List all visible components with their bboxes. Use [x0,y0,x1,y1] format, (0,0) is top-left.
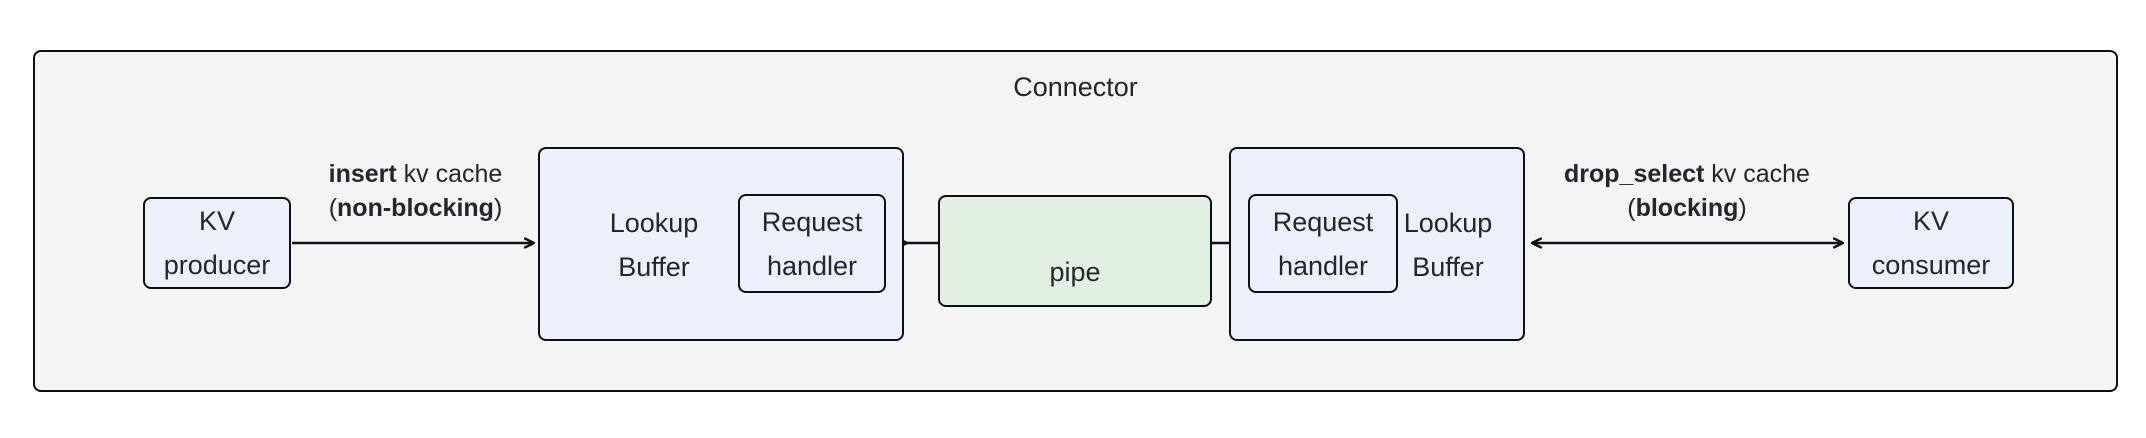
node-request-handler-left[interactable]: Request handler [738,194,886,293]
node-kv-producer-label: KV producer [163,206,271,280]
node-request-handler-right[interactable]: Request handler [1248,194,1398,293]
paren-open: ( [328,194,338,222]
node-kv-producer[interactable]: KV producer [143,197,291,289]
edge-label-insert-mode: non-blocking [337,194,494,222]
edge-label-insert: insert kv cache (non-blocking) [283,157,548,225]
edge-label-drop-select-mode: blocking [1635,194,1739,222]
edge-label-drop-select-bold: drop_select [1564,160,1705,188]
edge-label-insert-line2: (non-blocking) [283,191,548,225]
edge-label-insert-line1: insert kv cache [283,157,548,191]
paren-open: ( [1627,194,1636,222]
paren-close: ) [1738,194,1747,222]
node-lookup-buffer-left-label: Lookup Buffer [609,208,699,282]
node-lookup-buffer-right-label: Lookup Buffer [1403,208,1493,282]
edge-label-insert-rest: kv cache [396,160,503,188]
edge-label-drop-select-rest: kv cache [1704,160,1810,188]
node-kv-consumer-label: KV consumer [1871,206,1991,280]
node-request-handler-right-label: Request handler [1272,206,1374,281]
node-pipe-label: pipe [1049,257,1101,287]
node-kv-consumer[interactable]: KV consumer [1848,197,2014,289]
connector-title: Connector [1013,72,1138,102]
paren-close: ) [493,194,503,222]
node-request-handler-left-label: Request handler [761,206,863,281]
edge-label-drop-select-line2: (blocking) [1527,191,1847,225]
edge-label-drop-select-line1: drop_select kv cache [1527,157,1847,191]
node-pipe[interactable]: pipe [938,195,1212,307]
edge-label-drop-select: drop_select kv cache (blocking) [1527,157,1847,225]
edge-label-insert-bold: insert [328,160,397,188]
